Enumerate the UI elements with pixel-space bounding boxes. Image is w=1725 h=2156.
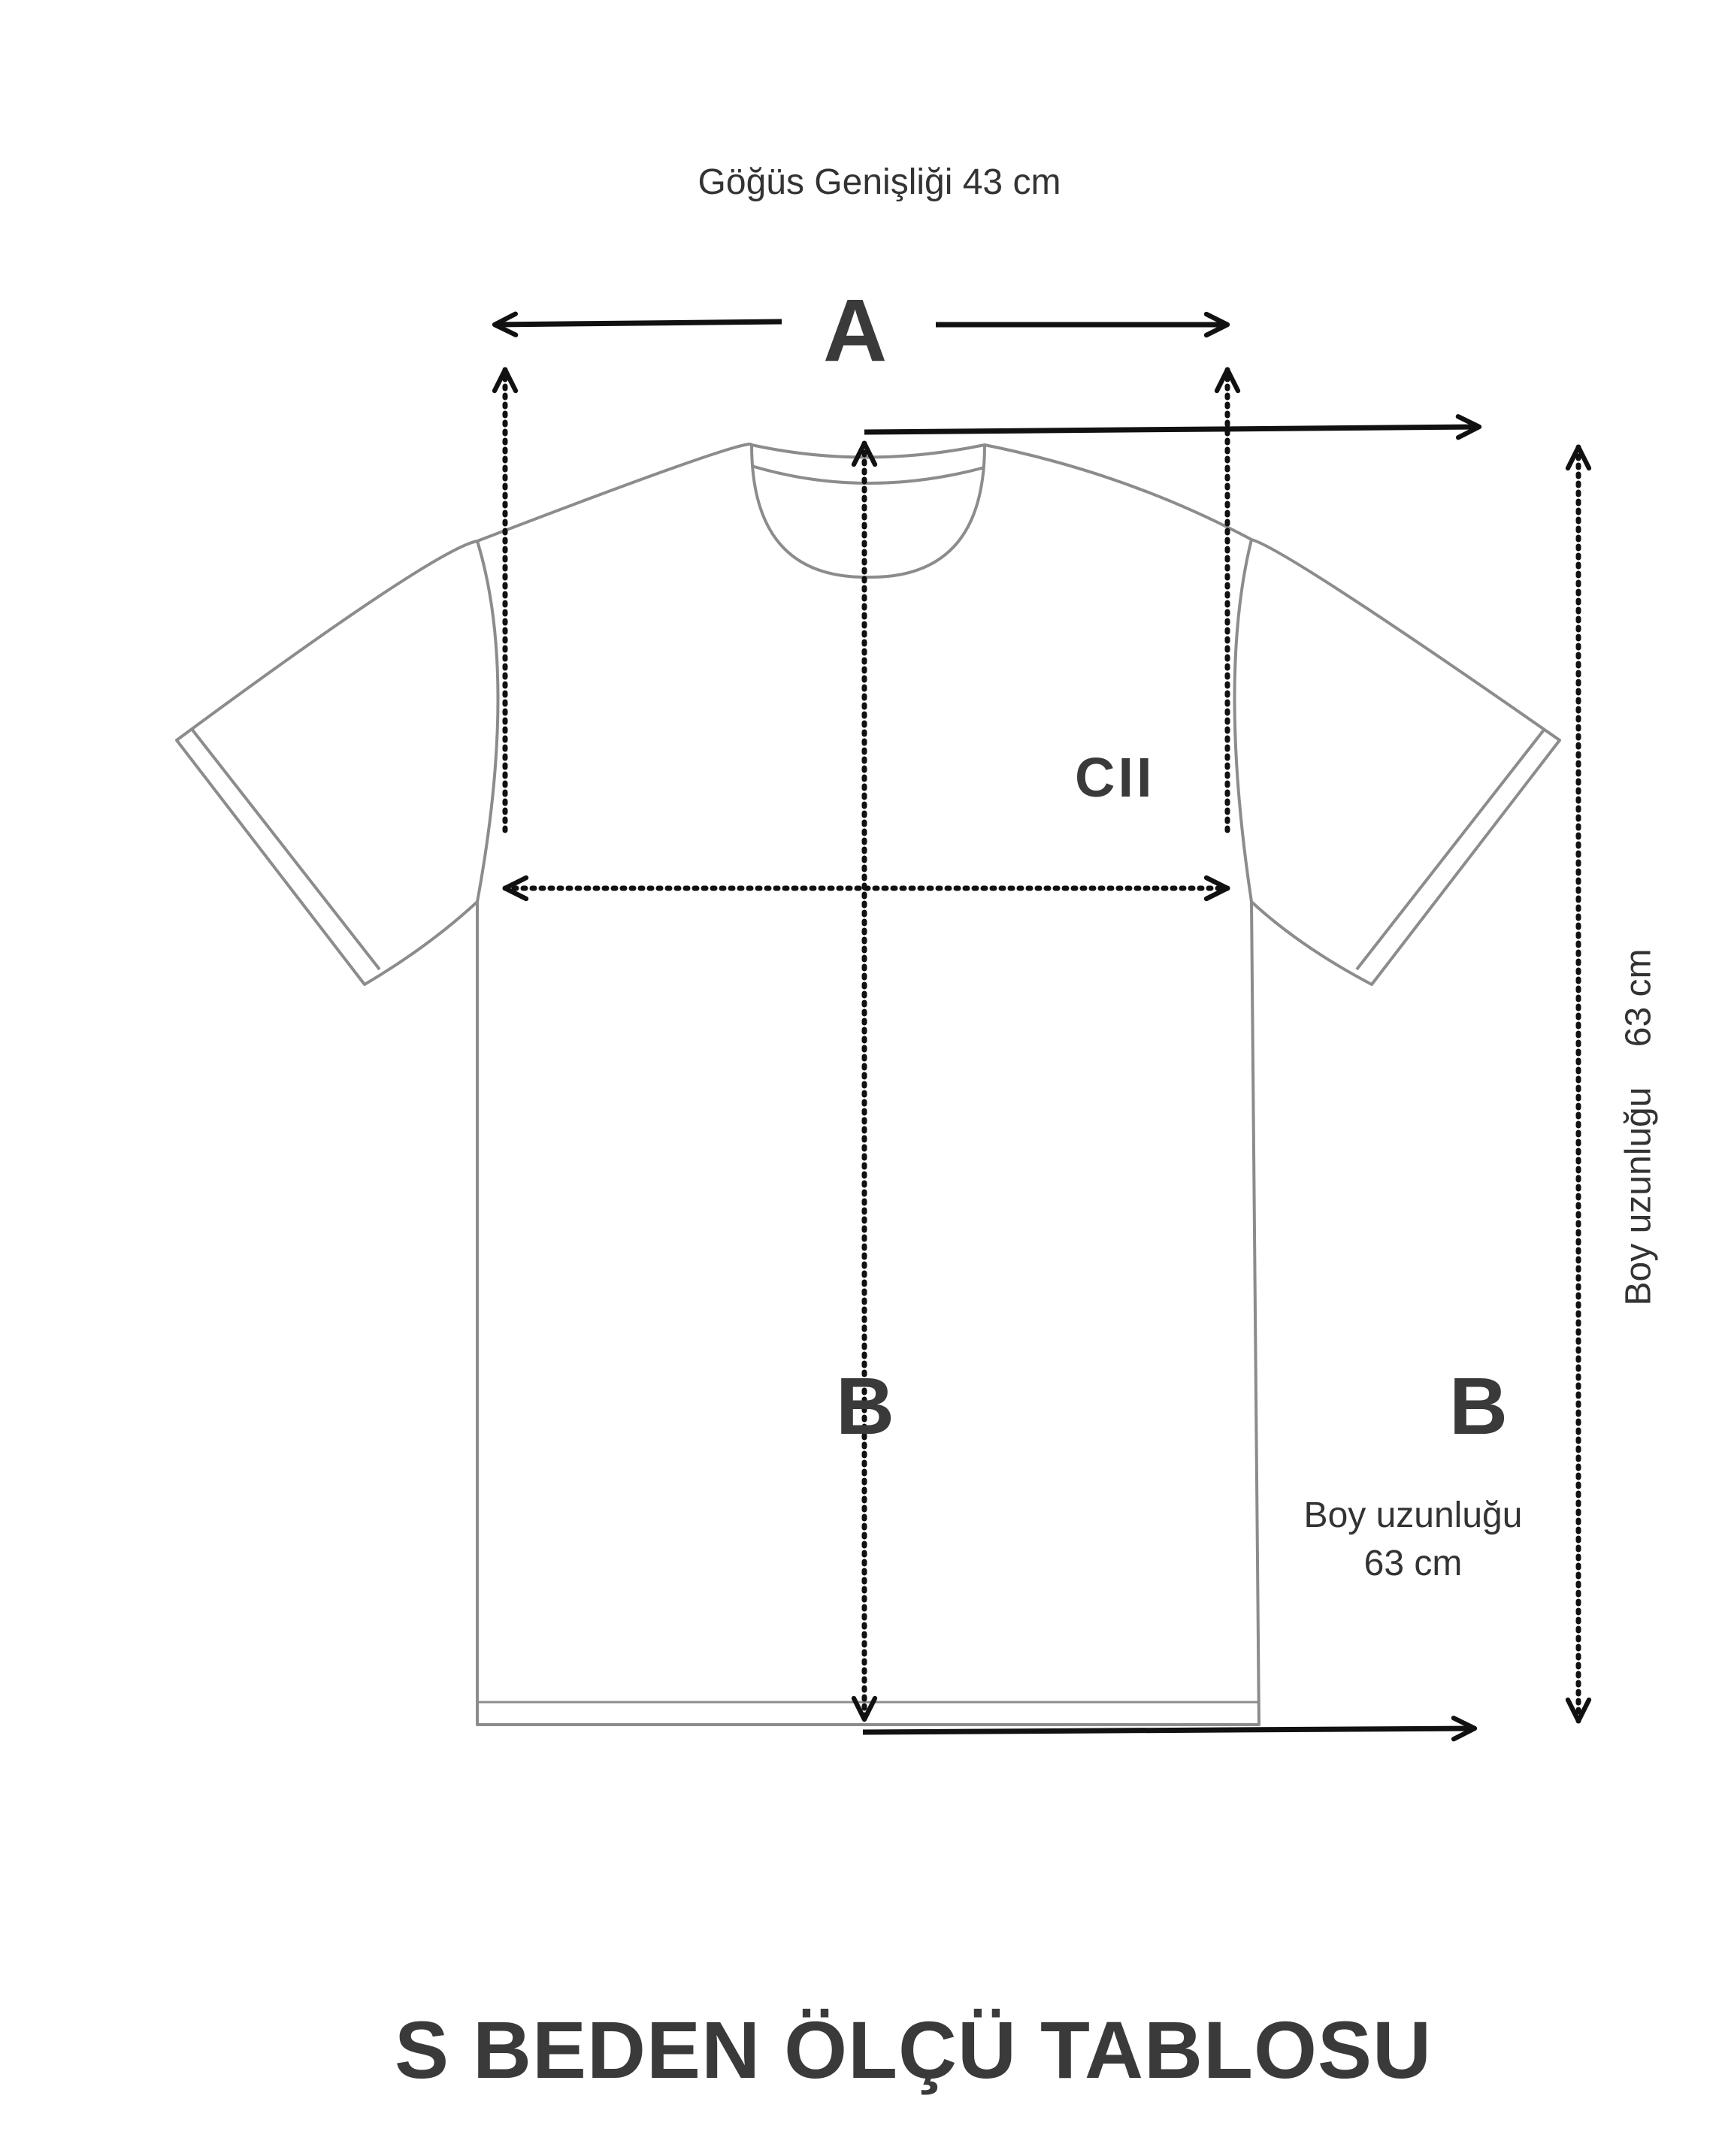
label-a: A — [823, 281, 888, 380]
left-cuff — [190, 727, 381, 971]
length-caption-line1: Boy uzunluğu — [1303, 1495, 1523, 1535]
measurement-arrows — [492, 311, 1592, 1742]
arrow-a-left — [492, 311, 782, 337]
brand-logo: CII — [1075, 746, 1155, 809]
label-b-right: B — [1449, 1360, 1508, 1451]
length-caption: Boy uzunluğu 63 cm — [1278, 1492, 1548, 1588]
collar-inner — [751, 464, 985, 485]
collar-outer — [750, 444, 986, 579]
left-sleeve — [175, 540, 479, 986]
length-caption-line2: 63 cm — [1363, 1544, 1463, 1583]
vertical-length-caption: Boy uzunluğu 63 cm — [1618, 948, 1659, 1306]
tshirt-body — [476, 443, 1260, 1726]
label-b-center: B — [836, 1360, 894, 1451]
bottom-right-arrow — [862, 1716, 1478, 1742]
top-right-arrow — [864, 414, 1482, 440]
page-title: S BEDEN ÖLÇÜ TABLOSU — [394, 2004, 1433, 2095]
right-sleeve — [1250, 538, 1561, 986]
chest-width-caption: Göğüs Genişliği 43 cm — [698, 162, 1061, 202]
right-cuff — [1355, 727, 1546, 971]
